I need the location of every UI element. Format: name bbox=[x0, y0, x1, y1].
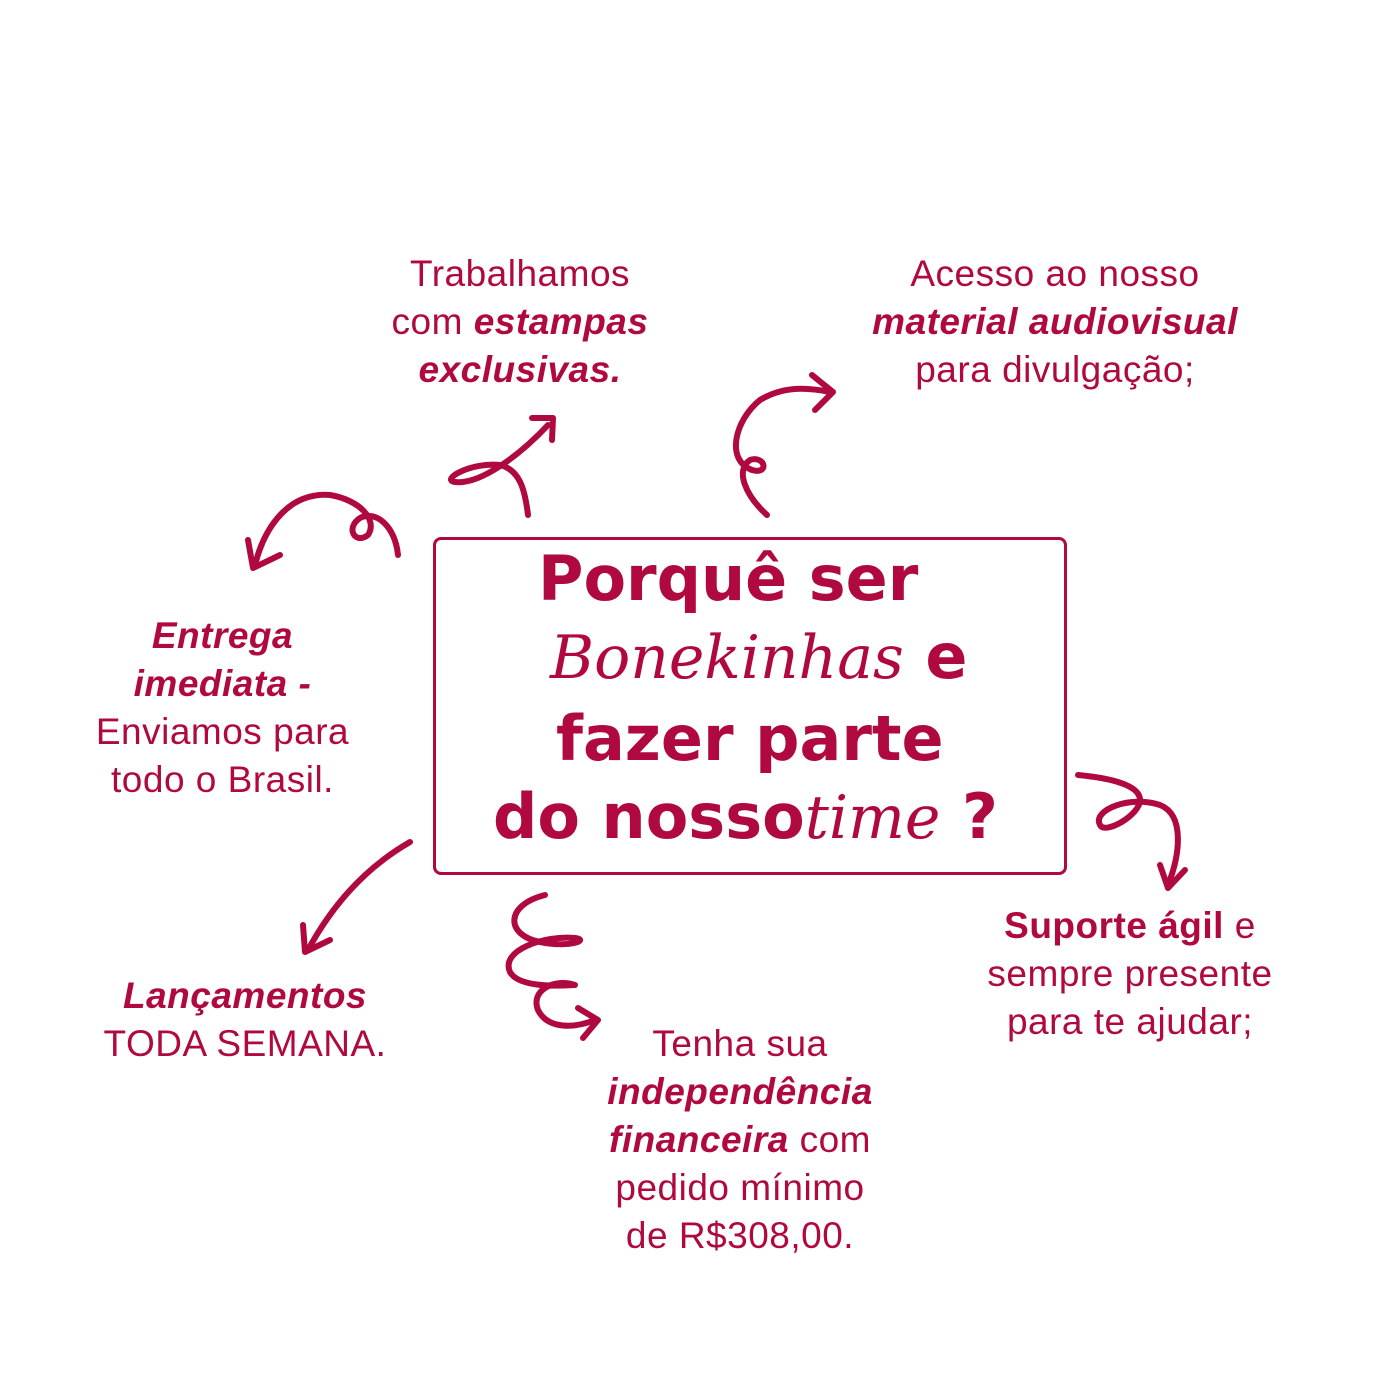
headline-line-3: fazer parte bbox=[556, 702, 944, 775]
headline-line-1: Porquê ser bbox=[538, 542, 919, 615]
team-word: time bbox=[804, 783, 941, 853]
curly-arrow-icon bbox=[300, 839, 413, 955]
feature-estampas: Trabalhamos com estampas exclusivas. bbox=[391, 253, 649, 390]
curly-arrow-icon bbox=[448, 415, 556, 518]
headline-frame bbox=[433, 537, 1067, 875]
feature-lancamentos: Lançamentos TODA SEMANA. bbox=[103, 975, 387, 1064]
brand-name: Bonekinhas bbox=[550, 623, 904, 693]
feature-material: Acesso ao nosso material audiovisual par… bbox=[872, 253, 1238, 390]
headline-line-4: do nossotime ? bbox=[493, 780, 998, 853]
curly-arrow-icon bbox=[245, 491, 401, 571]
curly-arrow-icon bbox=[505, 892, 601, 1041]
curly-arrow-icon bbox=[1075, 772, 1188, 891]
curly-arrow-icon bbox=[733, 372, 836, 518]
feature-independencia: Tenha sua independência financeira com p… bbox=[607, 1023, 873, 1256]
feature-entrega: Entrega imediata - Enviamos para todo o … bbox=[95, 615, 350, 800]
headline-line-2: Bonekinhas e bbox=[550, 620, 968, 693]
feature-suporte: Suporte ágil e sempre presente para te a… bbox=[987, 905, 1273, 1042]
